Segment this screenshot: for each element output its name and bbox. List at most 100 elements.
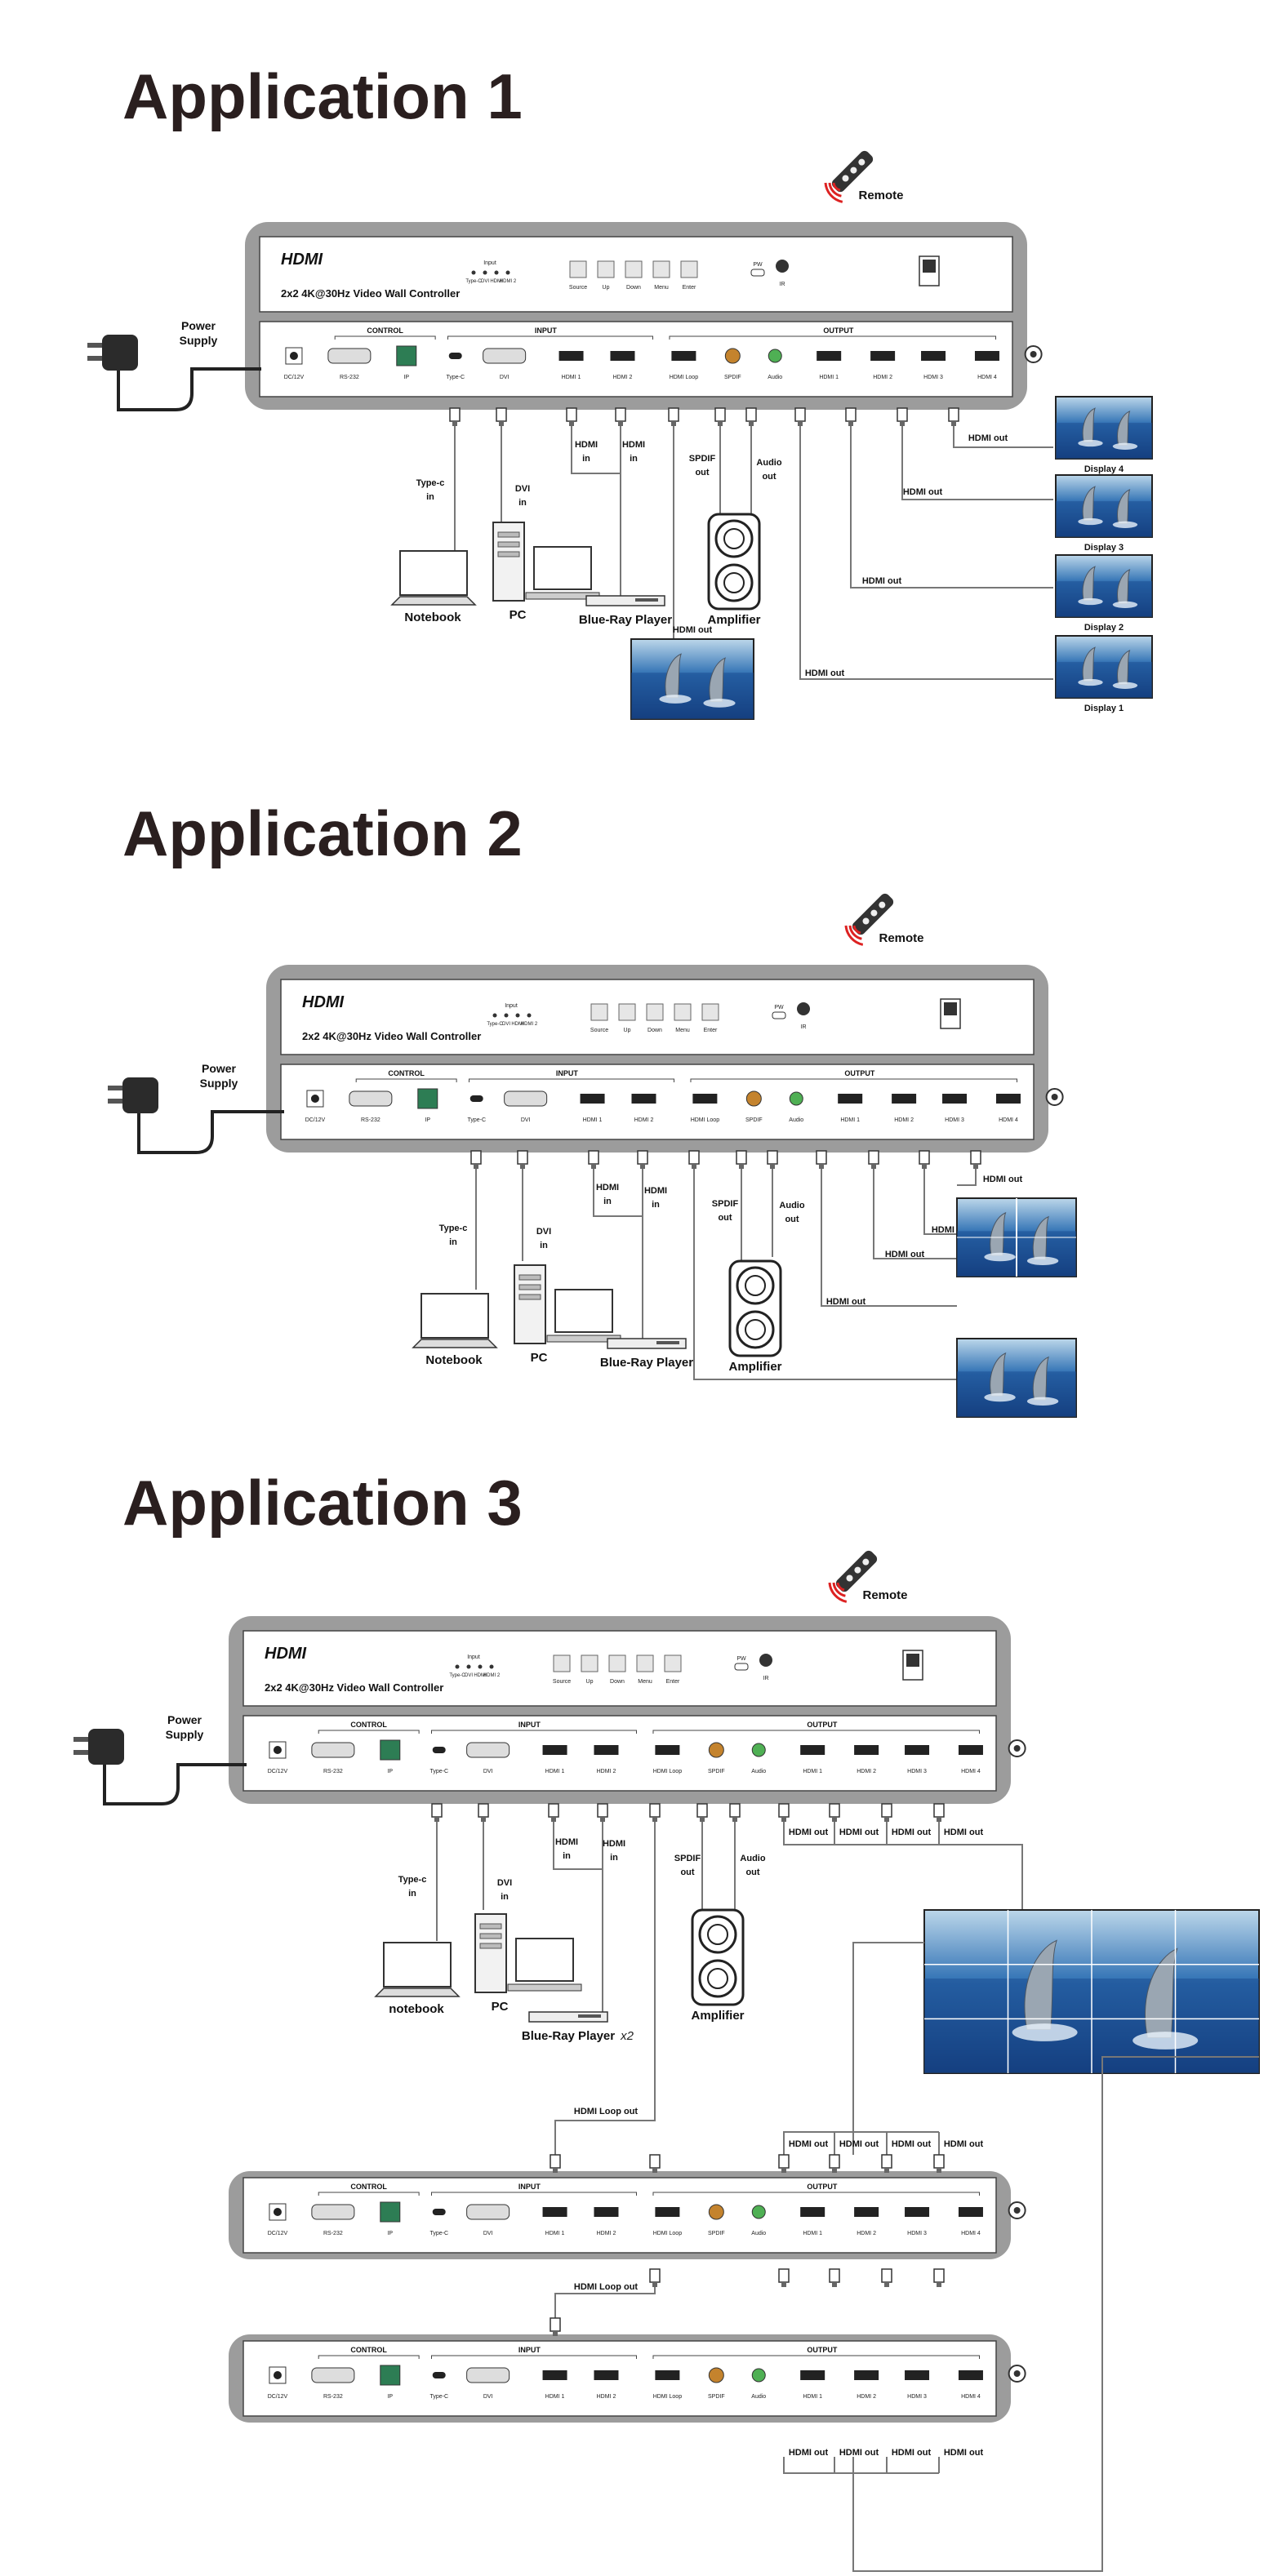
dolphin-shape bbox=[1117, 489, 1131, 524]
dolphin-shape bbox=[1082, 407, 1096, 443]
cable-label: HDMI bbox=[555, 1837, 578, 1847]
front-button bbox=[664, 1654, 682, 1672]
group-bracket bbox=[690, 1078, 1018, 1082]
port-label: HDMI 2 bbox=[857, 2394, 876, 2400]
cable-connector bbox=[778, 1803, 790, 1822]
splash bbox=[1132, 2032, 1199, 2050]
port-label: SPDIF bbox=[708, 1769, 725, 1774]
cable-connector bbox=[431, 1803, 443, 1822]
cable-label: HDMI bbox=[644, 1186, 667, 1196]
remote-control: Remote bbox=[844, 893, 924, 946]
power-cable bbox=[117, 367, 261, 411]
connector-body bbox=[615, 407, 626, 422]
control-group-label: CONTROL bbox=[388, 1069, 425, 1077]
splash bbox=[1026, 1256, 1059, 1266]
splash bbox=[1078, 678, 1103, 686]
rear-port: HDMI 1 bbox=[542, 2370, 567, 2400]
hdmi-loop-cable bbox=[554, 2269, 656, 2318]
cable-label: in bbox=[449, 1237, 457, 1247]
ethernet-port bbox=[380, 2201, 401, 2223]
db-port bbox=[466, 1742, 510, 1758]
rear-port: DVI bbox=[466, 2204, 510, 2236]
port-label: HDMI 2 bbox=[613, 375, 633, 380]
ir-sensor bbox=[776, 260, 789, 273]
input-led bbox=[505, 270, 510, 275]
pc-icon: PC bbox=[474, 1913, 582, 2014]
input-led-label: HDMI 2 bbox=[500, 279, 517, 284]
hdmi-port bbox=[870, 351, 896, 361]
connector-body bbox=[868, 1150, 879, 1165]
control-group-label: CONTROL bbox=[350, 2346, 387, 2354]
drive-bay bbox=[497, 531, 520, 538]
splash bbox=[1112, 682, 1138, 689]
input-led-label: Type-C bbox=[449, 1673, 465, 1678]
port-label: HDMI 3 bbox=[945, 1117, 964, 1123]
group-bracket bbox=[669, 335, 997, 340]
input-led bbox=[466, 1664, 471, 1669]
speaker-center bbox=[723, 572, 745, 593]
port-label: HDMI 2 bbox=[873, 375, 892, 380]
port-label: DVI bbox=[483, 2394, 493, 2400]
connector-boot bbox=[884, 2168, 889, 2173]
cable-label: HDMI bbox=[575, 440, 598, 450]
amplifier-label: Amplifier bbox=[691, 2009, 744, 2023]
hdmi-port bbox=[854, 2370, 879, 2380]
rear-port: HDMI 2 bbox=[610, 351, 635, 380]
bluray-qty-label: x2 bbox=[620, 2029, 634, 2043]
front-button bbox=[618, 1003, 636, 1021]
speaker-center bbox=[745, 1275, 766, 1296]
connector-boot bbox=[569, 421, 574, 426]
pw-label: PW bbox=[753, 262, 763, 268]
connector-body bbox=[767, 1150, 778, 1165]
notebook-icon: Notebook bbox=[390, 550, 477, 624]
rear-port: HDMI 4 bbox=[958, 2370, 983, 2400]
db-port bbox=[311, 2204, 355, 2220]
connector-boot bbox=[781, 1817, 786, 1822]
connector-body bbox=[688, 1150, 700, 1165]
connector-boot bbox=[884, 2282, 889, 2287]
front-button bbox=[608, 1654, 626, 1672]
cable-connector bbox=[649, 2154, 661, 2173]
connector-body bbox=[919, 1150, 930, 1165]
input-led-label: HDMI 2 bbox=[483, 1673, 501, 1678]
cable-connector bbox=[597, 1803, 608, 1822]
cable-connector bbox=[615, 407, 626, 426]
connector-boot bbox=[520, 1164, 525, 1169]
bluray-player-icon: Blue-Ray Player bbox=[600, 1338, 693, 1370]
splash bbox=[1078, 597, 1103, 606]
port-label: HDMI 2 bbox=[597, 1769, 616, 1774]
input-group-label: INPUT bbox=[535, 326, 558, 335]
spdif-port bbox=[724, 348, 741, 364]
cable-connector bbox=[919, 1150, 930, 1169]
connector-body bbox=[829, 2268, 840, 2283]
connector-body bbox=[948, 407, 959, 422]
control-group-label: CONTROL bbox=[367, 326, 403, 335]
hdmi-out-cable bbox=[783, 1804, 939, 1845]
device-title: 2x2 4K@30Hz Video Wall Controller bbox=[302, 1030, 481, 1042]
port-label: DC/12V bbox=[268, 1769, 288, 1774]
video-wall-2x2 bbox=[956, 1197, 1077, 1277]
cable-label: HDMI out bbox=[839, 2448, 879, 2458]
connector-body bbox=[745, 407, 757, 422]
drive-bay bbox=[497, 541, 520, 548]
connector-boot bbox=[871, 1164, 876, 1169]
port-label: DC/12V bbox=[284, 375, 305, 380]
monitor bbox=[515, 1938, 574, 1982]
rear-port: HDMI Loop bbox=[670, 351, 698, 380]
cable-label: SPDIF bbox=[689, 454, 716, 464]
hdmi-out-cable bbox=[821, 1151, 957, 1307]
front-button bbox=[569, 260, 587, 278]
port-label: HDMI 3 bbox=[907, 2394, 927, 2400]
button-label: Source bbox=[569, 285, 587, 291]
hdmi-port bbox=[631, 1094, 656, 1104]
pc-icon: PC bbox=[492, 522, 600, 622]
hdmi-loop-cable bbox=[554, 1804, 656, 2155]
cable-connector bbox=[897, 407, 908, 426]
connector-boot bbox=[692, 1164, 696, 1169]
rear-port: HDMI Loop bbox=[653, 2370, 682, 2400]
db-port bbox=[327, 348, 372, 364]
port-label: HDMI Loop bbox=[653, 2231, 683, 2236]
hdmi-port bbox=[692, 1094, 718, 1104]
port-label: IP bbox=[425, 1117, 430, 1123]
